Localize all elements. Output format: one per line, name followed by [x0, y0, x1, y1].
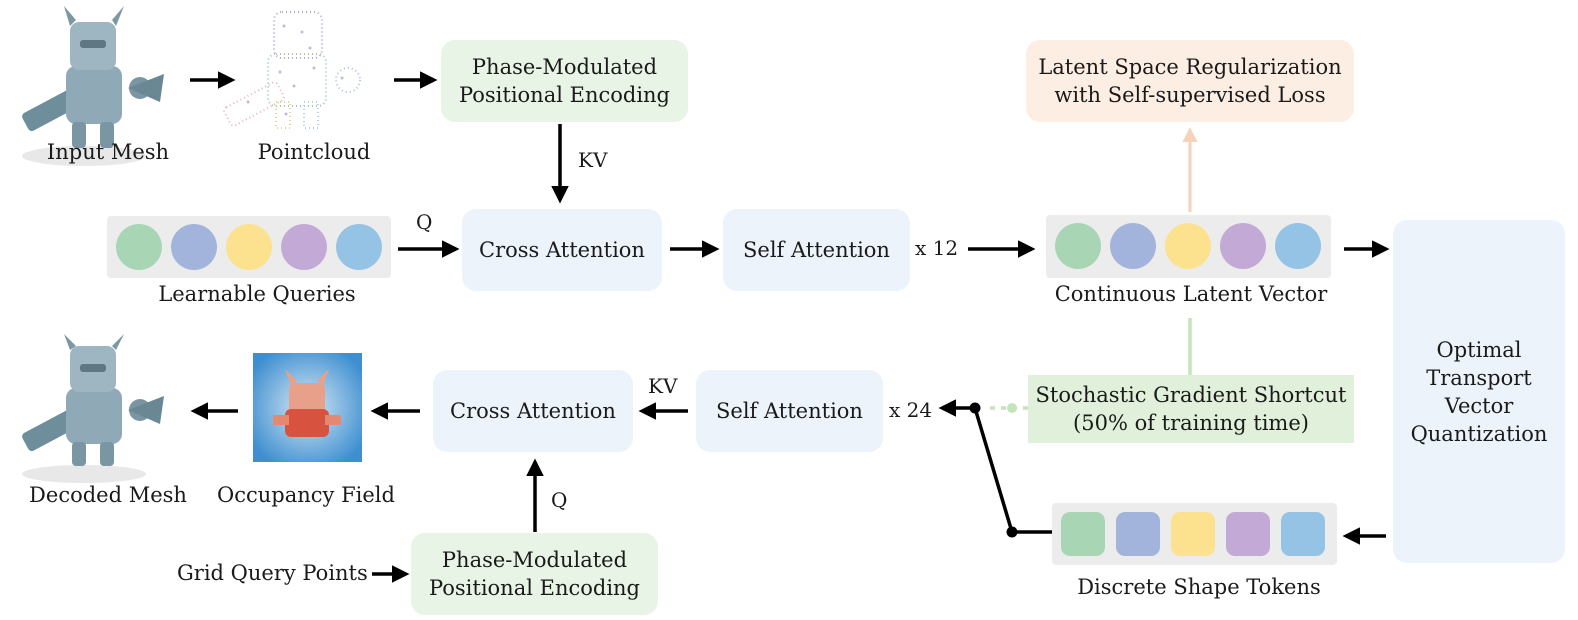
- continuous-latent-tray: [1046, 215, 1331, 278]
- latent-token-1: [1055, 223, 1101, 269]
- query-token-4: [281, 224, 327, 270]
- query-token-2: [171, 224, 217, 270]
- query-token-1: [116, 224, 162, 270]
- junction-dot-bottom: [1006, 526, 1018, 538]
- self-attention-bottom-box: Self Attention: [696, 370, 883, 452]
- learnable-queries-tray: [107, 216, 391, 278]
- query-token-3: [226, 224, 272, 270]
- pointcloud-label: Pointcloud: [257, 140, 371, 164]
- self-attention-top-box: Self Attention: [723, 209, 910, 291]
- otvq-box: Optimal Transport Vector Quantization: [1393, 220, 1565, 563]
- grid-query-points-label: Grid Query Points: [177, 561, 368, 585]
- pointcloud-image: [223, 11, 361, 129]
- x12-label: x 12: [915, 236, 959, 260]
- stochastic-gradient-shortcut-box: Stochastic Gradient Shortcut (50% of tra…: [1028, 375, 1354, 443]
- discrete-shape-tokens-label: Discrete Shape Tokens: [1077, 575, 1321, 599]
- occupancy-field-label: Occupancy Field: [217, 483, 395, 507]
- query-token-5: [336, 224, 382, 270]
- q-bottom-label: Q: [551, 488, 568, 512]
- cross-attention-bottom-box: Cross Attention: [433, 370, 633, 452]
- discrete-token-3: [1171, 512, 1215, 556]
- latent-regularization-box: Latent Space Regularization with Self-su…: [1026, 40, 1354, 122]
- latent-token-5: [1275, 223, 1321, 269]
- decoded-mesh-image: [22, 334, 164, 483]
- pe-top-box: Phase-Modulated Positional Encoding: [441, 40, 688, 122]
- kv-bottom-label: KV: [648, 374, 678, 398]
- line-junction-to-tokens: [973, 407, 1014, 533]
- q-top-label: Q: [416, 210, 433, 234]
- learnable-queries-label: Learnable Queries: [158, 282, 356, 306]
- pe-bottom-box: Phase-Modulated Positional Encoding: [411, 533, 658, 615]
- sg-endpoint-dot: [1007, 403, 1017, 413]
- decoded-mesh-label: Decoded Mesh: [29, 483, 187, 507]
- discrete-token-4: [1226, 512, 1270, 556]
- x24-label: x 24: [889, 398, 933, 422]
- cross-attention-top-box: Cross Attention: [462, 209, 662, 291]
- discrete-token-5: [1281, 512, 1325, 556]
- discrete-token-1: [1061, 512, 1105, 556]
- latent-token-4: [1220, 223, 1266, 269]
- kv-top-label: KV: [578, 148, 608, 172]
- latent-token-2: [1110, 223, 1156, 269]
- continuous-latent-vector-label: Continuous Latent Vector: [1054, 282, 1328, 306]
- discrete-token-2: [1116, 512, 1160, 556]
- discrete-tokens-tray: [1052, 503, 1337, 565]
- input-mesh-label: Input Mesh: [46, 140, 170, 164]
- latent-token-3: [1165, 223, 1211, 269]
- input-mesh-image: [22, 6, 164, 166]
- occupancy-field-image: [253, 353, 362, 462]
- junction-dot-top: [969, 402, 981, 414]
